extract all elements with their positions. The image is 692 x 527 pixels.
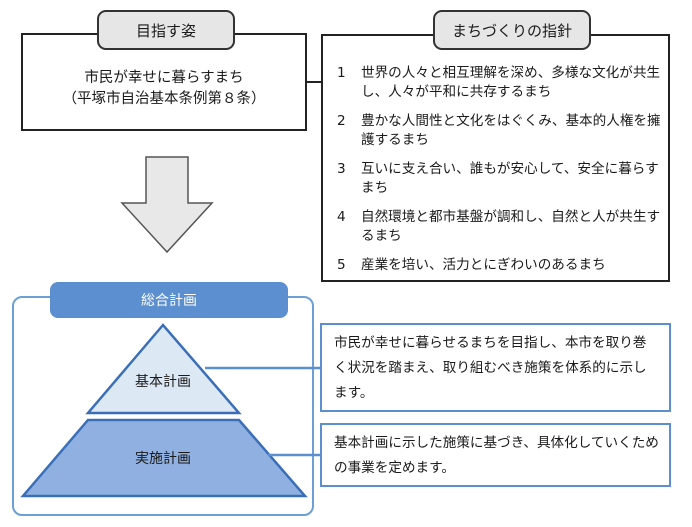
guideline-number: 2 (337, 113, 346, 129)
vision-line-1: 市民が幸せに暮らすまち (84, 70, 244, 86)
guideline-item: 1 世界の人々と相互理解を深め、多様な文化が共生し、人々が平和に共存するまち (333, 64, 665, 102)
guideline-item: 5 産業を培い、活力とにぎわいのあるまち (333, 256, 665, 275)
vision-line-2: （平塚市自治基本条例第８条） (62, 91, 266, 107)
guideline-text: 世界の人々と相互理解を深め、多様な文化が共生し、人々が平和に共存するまち (361, 65, 661, 100)
guidelines-tab-label: まちづくりの指針 (451, 21, 572, 40)
vision-text: 市民が幸せに暮らすまち （平塚市自治基本条例第８条） (21, 68, 307, 110)
guideline-text: 互いに支え合い、誰もが安心して、安全に暮らすまち (361, 161, 659, 196)
guideline-number: 1 (337, 65, 346, 81)
guideline-number: 5 (337, 257, 346, 273)
plan-tab: 総合計画 (50, 282, 288, 318)
guideline-item: 4 自然環境と都市基盤が調和し、自然と人が共生するまち (333, 208, 665, 246)
plan-frame (12, 296, 314, 516)
guidelines-tab: まちづくりの指針 (433, 10, 591, 50)
guideline-number: 4 (337, 209, 346, 225)
basic-plan-label: 基本計画 (135, 374, 191, 390)
basic-plan-description: 市民が幸せに暮らせるまちを目指し、本市を取り巻く状況を踏まえ、取り組むべき施策を… (320, 323, 671, 412)
guideline-text: 産業を培い、活力とにぎわいのあるまち (361, 257, 606, 273)
implementation-plan-description: 基本計画に示した施策に基づき、具体化していくための事業を定めます。 (320, 423, 671, 487)
implementation-plan-label: 実施計画 (135, 451, 191, 467)
implementation-plan-description-text: 基本計画に示した施策に基づき、具体化していくための事業を定めます。 (334, 435, 659, 476)
down-arrow-icon (120, 156, 214, 254)
guideline-text: 豊かな人間性と文化をはぐくみ、基本的人権を擁護するまち (361, 113, 661, 148)
guideline-item: 3 互いに支え合い、誰もが安心して、安全に暮らすまち (333, 160, 665, 198)
guidelines-box (321, 34, 670, 282)
guideline-number: 3 (337, 161, 346, 177)
guideline-item: 2 豊かな人間性と文化をはぐくみ、基本的人権を擁護するまち (333, 112, 665, 150)
guideline-text: 自然環境と都市基盤が調和し、自然と人が共生するまち (361, 209, 661, 244)
plan-tab-label: 総合計画 (141, 293, 197, 309)
vision-tab-label: 目指す姿 (135, 21, 196, 40)
vision-tab: 目指す姿 (97, 10, 235, 50)
basic-plan-description-text: 市民が幸せに暮らせるまちを目指し、本市を取り巻く状況を踏まえ、取り組むべき施策を… (334, 335, 647, 401)
guidelines-list: 1 世界の人々と相互理解を深め、多様な文化が共生し、人々が平和に共存するまち 2… (333, 64, 665, 285)
